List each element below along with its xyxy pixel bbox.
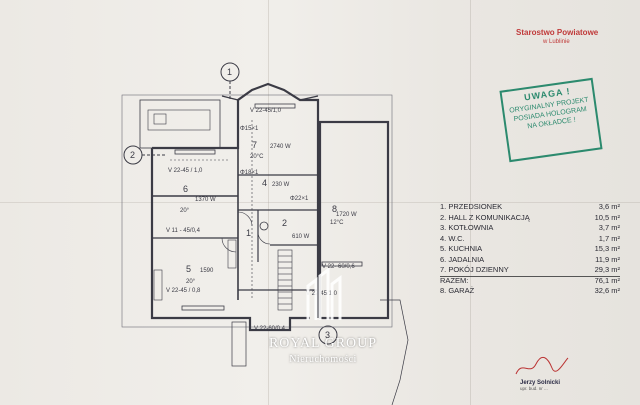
room-number: 4 [262,178,267,188]
legend-garage-value: 32,6 m² [594,286,620,295]
annotation: Φ18×1 [240,170,259,176]
watermark-subtitle: Nieruchomości [289,354,357,365]
annotation: V 22-60/0,4 [254,326,286,332]
legend-row: 6. JADALNIA 11,9 m² [440,255,630,266]
legend-garage-row: 8. GARAŻ 32,6 m² [440,286,630,297]
annotation: 1590 [200,268,214,274]
legend-row: 3. KOTŁOWNIA 3,7 m² [440,223,630,234]
office-stamp-line1: Starostwo Powiatowe [516,28,599,37]
axis-label-2: 2 [130,150,135,160]
area-legend: 1. PRZEDSIONEK 3,6 m² 2. HALL Z KOMUNIKA… [440,202,630,297]
axis-marker-3 [318,325,338,345]
legend-item-name: 4. W.C. [440,233,465,243]
legend-item-value: 1,7 m² [598,233,620,243]
legend-item-value: 10,5 m² [594,212,620,222]
legend-row: 4. W.C. 1,7 m² [440,234,630,245]
author-stamp: Jerzy Solnicki upr. bud. nr ... [520,380,610,391]
room-temperature: 20° [186,279,196,285]
annotation: 1720 W [336,212,357,218]
legend-item-name: 2. HALL Z KOMUNIKACJĄ [440,212,530,222]
annotation: 230 W [272,182,290,188]
legend-item-value: 3,7 m² [598,223,620,232]
signature-scribble [515,356,569,375]
room-number: 5 [186,264,191,274]
legend-total-label: RAZEM: [440,275,469,285]
author-name: Jerzy Solnicki [520,380,561,386]
legend-item-value: 11,9 m² [595,254,620,264]
legend-item-value: 15,3 m² [594,244,620,253]
room-number: 6 [183,184,188,194]
annotation: Φ22×1 [290,196,309,202]
legend-divider [440,275,620,277]
legend-item-value: 29,3 m² [594,265,620,274]
royal-group-logo-icon [306,268,342,320]
annotation: 1370 W [195,197,216,203]
room-temperature: 20°C [250,154,264,160]
legend-item-name: 5. KUCHNIA [440,244,483,253]
legend-item-name: 7. POKÓJ DZIENNY [440,265,509,274]
legend-garage-label: 8. GARAŻ [440,286,475,295]
paper-fold [268,0,269,405]
office-stamp-line2: w Lublinie [543,39,570,45]
legend-item-value: 3,6 m² [598,202,620,211]
annotation: V 22-45/1,0 [250,108,282,114]
annotation: V 22- 60/0,6 [322,264,355,270]
room-number: 1 [246,228,251,238]
annotation: 610 W [292,234,310,240]
axis-label-3: 3 [325,330,330,340]
annotation: V 11 - 45/0,4 [166,228,201,234]
legend-row: 1. PRZEDSIONEK 3,6 m² [440,202,630,213]
annotation: 2740 W [270,144,291,150]
legend-item-name: 3. KOTŁOWNIA [440,223,494,232]
annotation: V 22-45/1,0 [306,291,338,297]
room-temperature: 12°C [330,220,344,226]
paper-fold [470,0,471,405]
watermark-name: ROYAL GROUP [268,336,378,351]
legend-item-name: 6. JADALNIA [440,254,485,264]
room-number: 8 [332,204,337,214]
legend-row: 5. KUCHNIA 15,3 m² [440,244,630,255]
annotation: V 22-45 / 1,0 [168,168,203,174]
axis-label-1: 1 [227,67,232,77]
legend-total-row: RAZEM: 76,1 m² [440,275,630,287]
annotation: V 22-45 / 0,8 [166,288,201,294]
legend-item-name: 1. PRZEDSIONEK [440,202,503,211]
legend-row: 2. HALL Z KOMUNIKACJĄ 10,5 m² [440,213,630,224]
hologram-notice-stamp: UWAGA ! ORYGINALNY PROJEKT POSIADA HOLOG… [499,77,603,163]
room-number: 7 [252,140,257,150]
room-number: 2 [282,218,287,228]
room-temperature: 20° [180,208,190,214]
author-details: upr. bud. nr ... [520,386,548,391]
legend-total-value: 76,1 m² [594,275,620,285]
annotation: Φ15×1 [240,126,259,132]
legend-row: 7. POKÓJ DZIENNY 29,3 m² [440,265,630,276]
